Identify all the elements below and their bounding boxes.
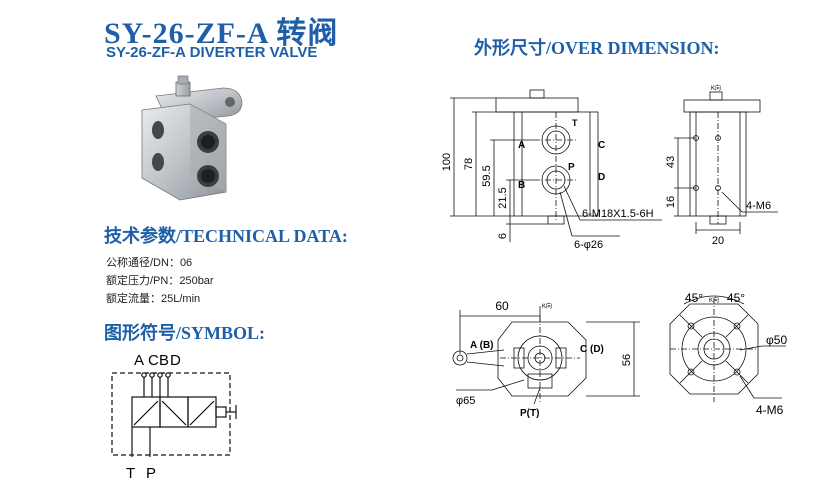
side-dim-20: 20 [712,235,724,247]
dim-59-5: 59.5 [481,165,493,186]
symbol-heading: 图形符号/SYMBOL: [104,323,266,343]
bottom-dim-60: 60 [495,299,509,313]
spec-pn: 额定压力/PN：250bar [106,275,214,287]
front-port-d: D [598,172,605,183]
side-dim-16: 16 [665,196,677,208]
dim-100: 100 [441,153,453,171]
bottom-port-pt: P(T) [520,408,539,419]
flange-k-mark: K向 [709,296,719,304]
front-port-c: C [598,140,605,151]
bottom-k-mark: K向 [542,302,552,310]
symbol-label-c: C [148,352,159,369]
spec-flow: 额定流量：25L/min [106,293,201,305]
symbol-label-t: T [126,465,135,482]
symbol-label-a: A [134,352,144,369]
bottom-view-drawing: 60 K向 A (B) C (D) φ65 P(T) 56 [452,299,640,419]
flange-view-drawing: 45° 45° K向 φ50 4-M6 [669,291,787,417]
dim-21-5: 21.5 [497,187,509,208]
page-title: SY-26-ZF-A 转阀 [104,17,339,50]
front-port-t: T [572,118,578,128]
symbol-label-p: P [146,465,156,482]
front-port-b: B [518,180,525,191]
spec-dn: 公称通径/DN：06 [106,257,193,269]
symbol-label-d: D [170,352,181,369]
front-bore-label: 6-φ26 [574,239,603,251]
technical-heading: 技术参数/TECHNICAL DATA: [104,226,348,246]
valve-photo [141,75,243,201]
flange-thread-label: 4-M6 [756,403,784,417]
hydraulic-symbol: A C B D T P [111,352,237,482]
flange-angle-right: 45° [727,291,745,305]
dim-6: 6 [497,233,509,239]
side-thread-label: 4-M6 [746,200,771,212]
front-port-p: P [568,162,575,173]
dim-78: 78 [463,158,475,170]
flange-dim-50: φ50 [766,333,787,347]
dimension-heading: 外形尺寸/OVER DIMENSION: [474,38,720,58]
symbol-label-b: B [159,352,169,369]
side-top-mark: K向 [711,84,721,92]
flange-angle-left: 45° [685,291,703,305]
front-view-drawing: 100 78 59.5 21.5 6 A B C D T P 6-M18X1.5… [441,89,662,251]
page-subtitle: SY-26-ZF-A DIVERTER VALVE [106,44,318,61]
bottom-dim-56: 56 [621,354,633,366]
front-port-a: A [518,140,525,151]
bottom-port-ab: A (B) [470,340,494,351]
bottom-port-cd: C (D) [580,344,604,355]
side-dim-43: 43 [665,156,677,168]
front-thread-label: 6-M18X1.5-6H [582,208,654,220]
bottom-dim-65: φ65 [456,395,475,407]
side-view-drawing: 43 16 20 4-M6 K向 [665,84,778,247]
